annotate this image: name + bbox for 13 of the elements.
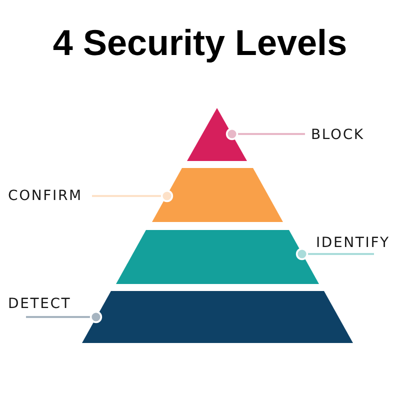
leader-line xyxy=(296,248,374,260)
level-label: IDENTIFY xyxy=(316,235,390,251)
pyramid-level xyxy=(187,108,247,161)
pyramid-level xyxy=(82,291,353,343)
pyramid-level xyxy=(152,168,283,222)
leader-line xyxy=(226,128,305,140)
level-label: BLOCK xyxy=(311,127,364,143)
title: 4 Security Levels xyxy=(52,21,348,65)
pyramid-level xyxy=(116,230,319,284)
level-label: CONFIRM xyxy=(8,188,82,204)
level-label: DETECT xyxy=(8,296,72,312)
leader-line xyxy=(26,310,102,324)
leader-line xyxy=(92,190,174,202)
